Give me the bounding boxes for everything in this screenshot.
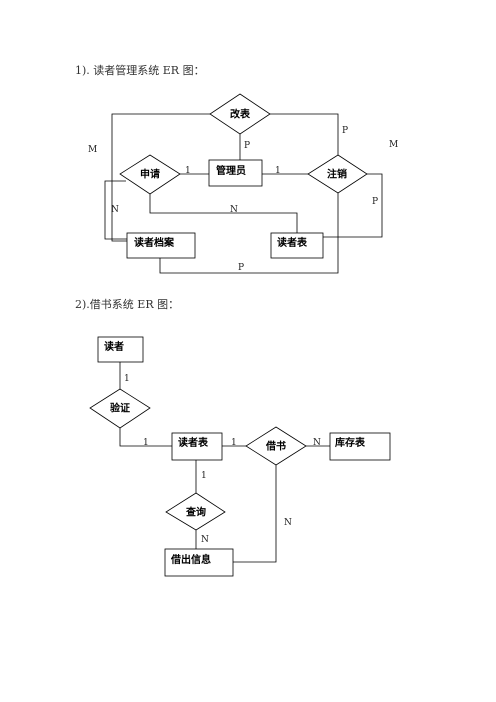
caption-reader-management: 1). 读者管理系统 ER 图：: [75, 64, 205, 77]
entity-label: 读者档案: [134, 236, 175, 249]
cardinality-label: 1: [124, 374, 130, 384]
cardinality-label: 1: [201, 471, 207, 481]
line-modify-left: [111, 113, 210, 242]
entity-label: 读者: [104, 340, 124, 353]
relationship-label: 改表: [230, 108, 251, 121]
er-diagram-borrow-system: 验证 借书 查询 读者 读者表 库存表: [89, 336, 391, 577]
relationship-borrow: 借书: [245, 426, 307, 466]
entity-label: 读者表: [277, 236, 308, 249]
entity-reader-archive: 读者档案: [126, 232, 196, 259]
entity-label: 借出信息: [170, 553, 211, 566]
line-cancel-archive: [159, 193, 339, 274]
cardinality-label: 1: [275, 166, 281, 176]
relationship-apply: 申请: [119, 154, 181, 195]
line-apply-archive: [104, 180, 127, 240]
caption-borrow-system: 2).借书系统 ER 图：: [75, 298, 180, 311]
cardinality-label: N: [230, 205, 238, 215]
entity-reader-table: 读者表: [270, 232, 324, 259]
cardinality-label: 1: [143, 438, 149, 448]
relationship-verify: 验证: [89, 388, 151, 429]
relationship-label: 查询: [185, 506, 206, 519]
line-verify-readertable: [119, 428, 172, 447]
cardinality-label: N: [201, 535, 209, 545]
relationship-label: 注销: [327, 168, 347, 181]
relationship-cancel: 注销: [307, 154, 368, 194]
cardinality-label: M: [389, 140, 398, 150]
line-borrow-loan: [233, 465, 277, 563]
relationship-modify-table: 改表: [209, 93, 271, 135]
cardinality-label: N: [284, 518, 292, 528]
relationship-label: 借书: [265, 440, 286, 453]
cardinality-label: M: [88, 145, 97, 155]
relationship-label: 验证: [110, 402, 130, 415]
er-diagram-reader-management: 改表 申请 注销 管理员 读者档案 读者表: [88, 93, 398, 274]
relationship-label: 申请: [140, 168, 160, 181]
entity-label: 读者表: [178, 436, 209, 449]
line-cancel-readertable: [323, 173, 383, 238]
relationship-query: 查询: [165, 492, 226, 531]
cardinality-label: P: [244, 141, 250, 151]
cardinality-label: P: [372, 197, 378, 207]
cardinality-label: N: [313, 438, 321, 448]
entity-admin: 管理员: [208, 159, 263, 187]
entity-label: 管理员: [216, 164, 246, 177]
entity-inventory: 库存表: [329, 432, 391, 461]
line-modify-right: [270, 113, 339, 155]
cardinality-label: N: [111, 205, 119, 215]
entity-reader-table: 读者表: [171, 432, 223, 461]
line-apply-readertable: [149, 194, 298, 233]
cardinality-label: P: [238, 263, 244, 273]
cardinality-label: P: [342, 126, 348, 136]
entity-loan-info: 借出信息: [164, 548, 234, 577]
cardinality-label: 1: [231, 438, 237, 448]
cardinality-label: 1: [185, 166, 191, 176]
entity-label: 库存表: [335, 436, 366, 449]
entity-reader: 读者: [97, 336, 144, 363]
